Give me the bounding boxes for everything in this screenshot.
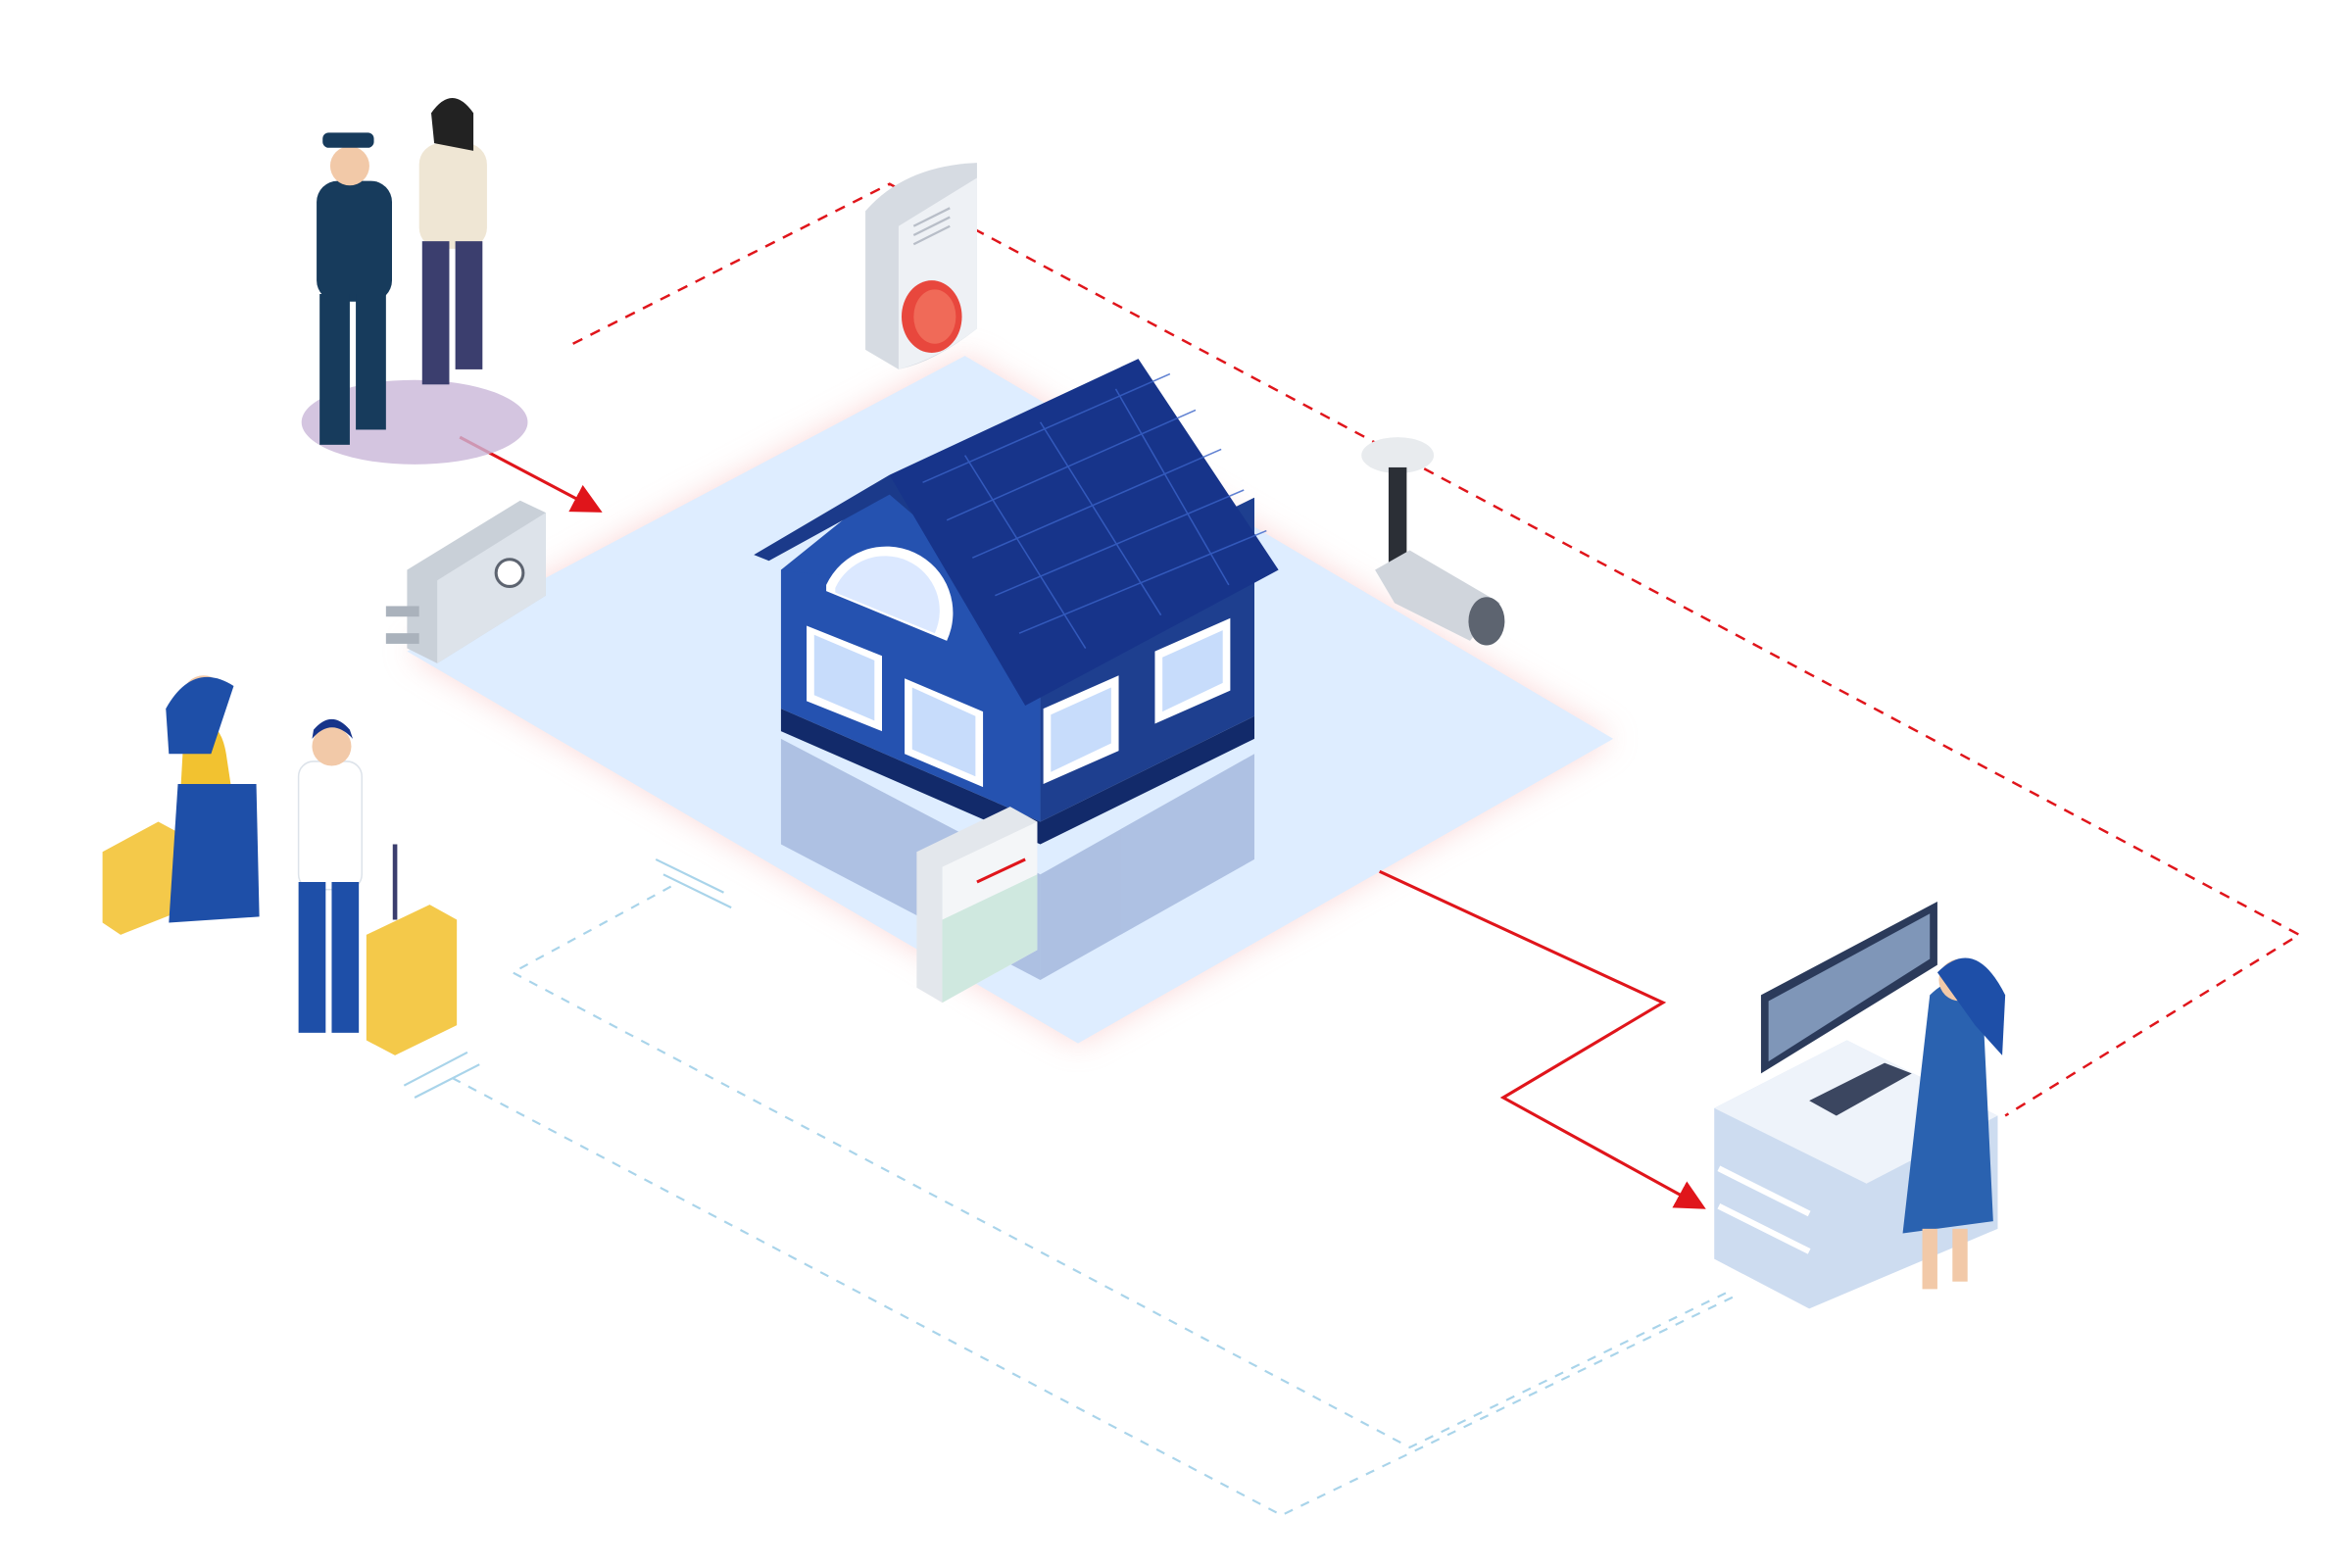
travelers-icon bbox=[102, 675, 458, 1055]
alert-to-monitoring-arrow bbox=[1379, 869, 1706, 1209]
door-lock-icon bbox=[385, 500, 546, 663]
alarm-connection-line bbox=[572, 182, 2302, 1117]
police-officers-icon bbox=[301, 98, 528, 465]
siren-alarm-icon bbox=[865, 163, 977, 369]
house-icon bbox=[754, 359, 1279, 845]
monitoring-operator-icon bbox=[1714, 902, 2006, 1309]
motion-sensor-icon bbox=[916, 807, 1038, 1004]
absence-connection-lines bbox=[452, 885, 1735, 1517]
cctv-camera-icon bbox=[1361, 437, 1505, 646]
